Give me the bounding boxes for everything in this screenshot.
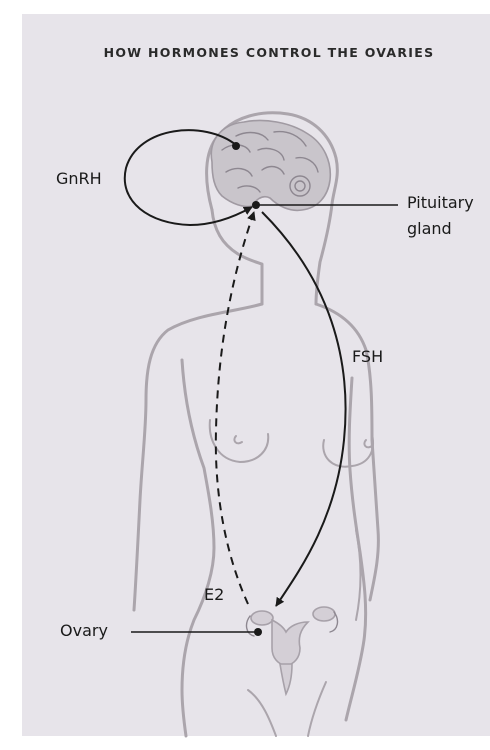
brain-icon bbox=[211, 121, 330, 211]
pituitary-label-line1: Pituitary bbox=[407, 193, 474, 212]
right-torso-outline bbox=[346, 378, 366, 720]
left-torso-outline bbox=[182, 360, 214, 736]
diagram-title: HOW HORMONES CONTROL THE OVARIES bbox=[104, 45, 435, 60]
ovary-label: Ovary bbox=[60, 621, 108, 640]
left-nipple bbox=[234, 436, 242, 443]
left-breast bbox=[210, 420, 268, 462]
left-arm-outline bbox=[134, 304, 262, 610]
e2-label: E2 bbox=[204, 585, 224, 604]
uterus-icon bbox=[247, 607, 338, 694]
gnrh-label: GnRH bbox=[56, 169, 102, 188]
fsh-label: FSH bbox=[352, 347, 383, 366]
fsh-arrow bbox=[262, 212, 346, 606]
right-groin-line bbox=[308, 682, 326, 736]
hypothalamus-dot bbox=[232, 142, 240, 150]
pituitary-label-line2: gland bbox=[407, 219, 452, 238]
left-groin-line bbox=[248, 690, 276, 736]
e2-arrow bbox=[216, 212, 254, 604]
neck-outline bbox=[212, 210, 262, 304]
